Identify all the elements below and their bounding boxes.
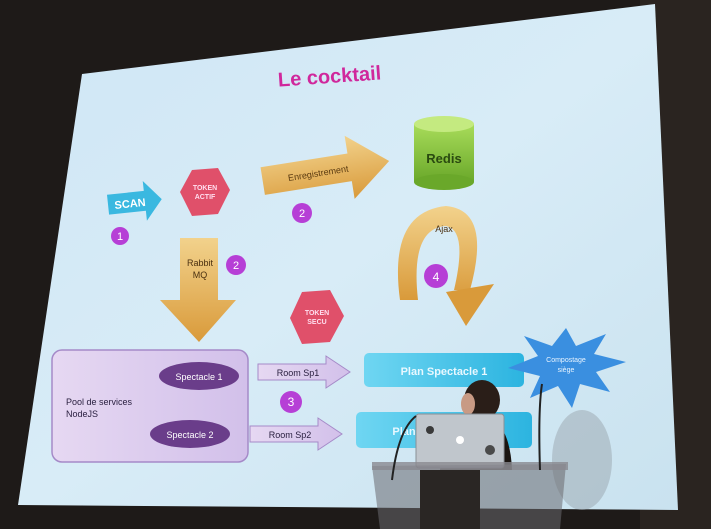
room-sp1-arrow: Room Sp1: [257, 355, 351, 389]
step-badge-3: 3: [280, 391, 302, 413]
token-actif-label-1: TOKEN: [193, 185, 217, 192]
speaker-shadow: [552, 410, 612, 510]
pool-label-1: Pool de services: [66, 397, 133, 407]
step-badge-4: 4: [424, 264, 448, 288]
token-actif-label-2: ACTIF: [195, 194, 216, 201]
spectacle-1-label: Spectacle 1: [175, 372, 222, 382]
step-badge-2a: 2: [292, 203, 312, 223]
room-sp2-label: Room Sp2: [269, 430, 312, 440]
plan-spectacle-1-bar: Plan Spectacle 1: [364, 353, 524, 387]
scan-arrow: SCAN: [106, 180, 162, 221]
room-sp2-arrow: Room Sp2: [249, 417, 343, 451]
laptop: [415, 413, 505, 469]
spectacle-2-label: Spectacle 2: [166, 430, 213, 440]
scan-label: SCAN: [114, 197, 146, 212]
redis-label: Redis: [426, 151, 461, 166]
spectacle-1-pill: [159, 362, 239, 390]
rabbit-mq-arrow: Rabbit MQ: [160, 238, 236, 342]
apple-logo-icon: [456, 436, 464, 444]
microphone-left: [391, 415, 417, 481]
step-badge-1: 1: [111, 227, 129, 245]
ajax-curved-arrow: Ajax: [397, 206, 494, 326]
microphone-right: [538, 383, 543, 471]
svg-text:2: 2: [299, 208, 305, 220]
pool-label-2: NodeJS: [66, 409, 98, 419]
compostage-label-2: siège: [558, 367, 575, 374]
token-secu-label-2: SECU: [307, 319, 326, 326]
enregistrement-arrow: Enregistrement: [260, 135, 390, 199]
token-actif-hexagon: TOKEN ACTIF: [180, 168, 230, 216]
rabbit-label-2: MQ: [193, 270, 208, 280]
rabbit-label-1: Rabbit: [187, 258, 214, 268]
room-sp1-label: Room Sp1: [277, 368, 320, 378]
svg-text:4: 4: [433, 270, 440, 284]
compostage-burst: Compostage siège: [508, 328, 626, 408]
ajax-label: Ajax: [435, 224, 453, 234]
spectacle-2-pill: [150, 420, 230, 448]
token-secu-label-1: TOKEN: [305, 310, 329, 317]
svg-text:1: 1: [117, 231, 123, 243]
plan-spectacle-1-label: Plan Spectacle 1: [401, 366, 488, 378]
compostage-label-1: Compostage: [546, 357, 586, 364]
redis-cylinder: Redis: [414, 116, 474, 190]
podium: [372, 462, 568, 529]
pool-services-box: Pool de services NodeJS Spectacle 1 Spec…: [51, 349, 249, 463]
step-badge-2b: 2: [226, 255, 246, 275]
svg-text:2: 2: [233, 260, 239, 272]
token-secu-hexagon: TOKEN SECU: [290, 290, 344, 344]
svg-text:3: 3: [288, 395, 295, 409]
